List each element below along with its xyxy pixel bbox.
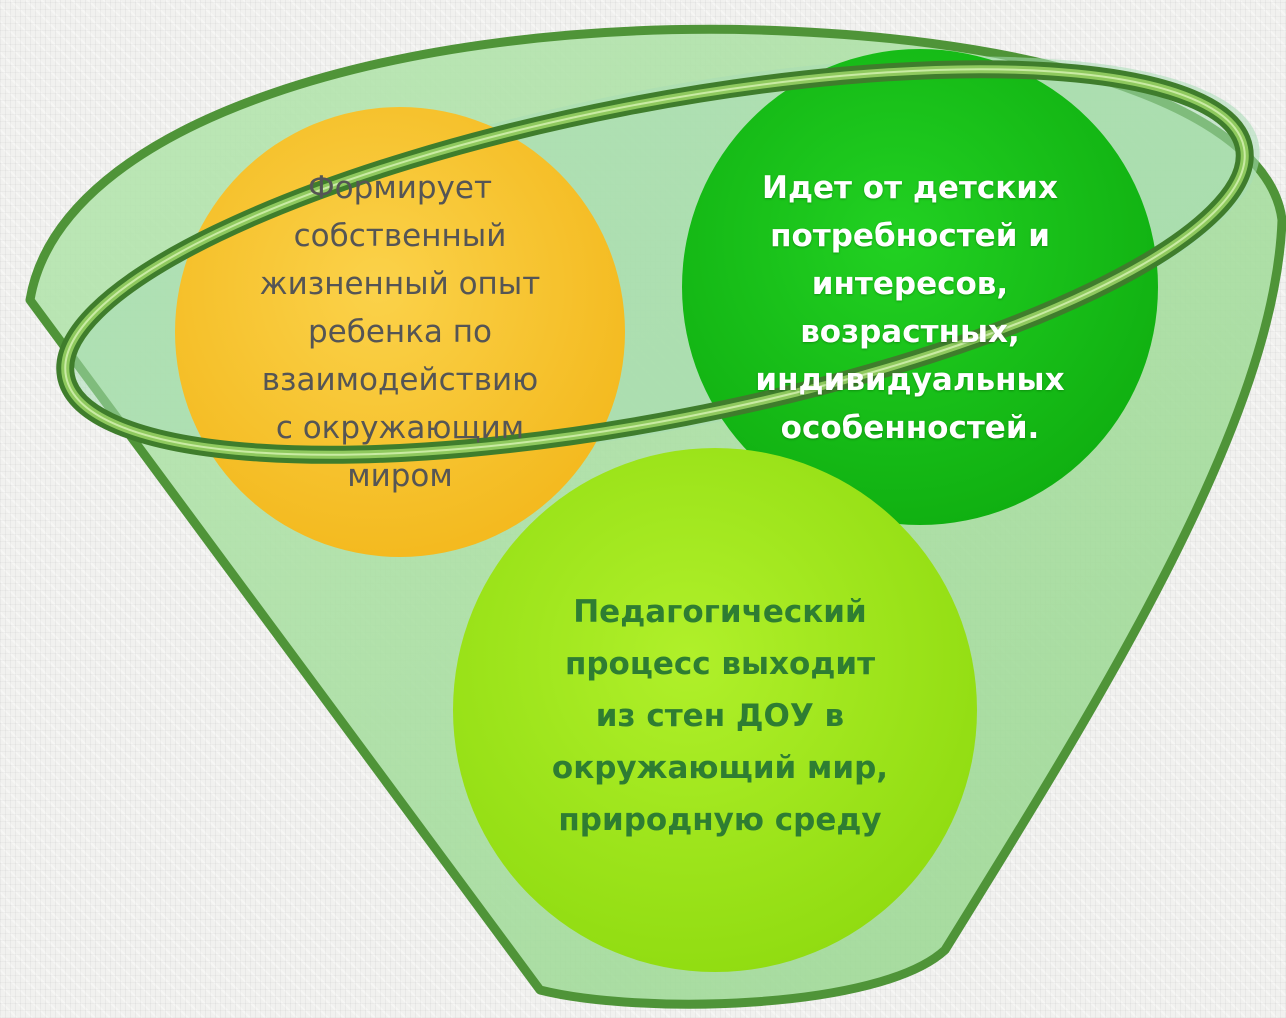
circle-green (682, 49, 1158, 525)
circle-orange-text: Формирует собственный жизненный опыт реб… (259, 170, 541, 494)
circle-lime (453, 448, 977, 972)
circle-green-text: Идет от детских потребностей и интересов… (755, 170, 1065, 446)
funnel-rim-highlight (64, 68, 1246, 456)
circle-lime-text: Педагогический процесс выходит из стен Д… (551, 594, 889, 838)
